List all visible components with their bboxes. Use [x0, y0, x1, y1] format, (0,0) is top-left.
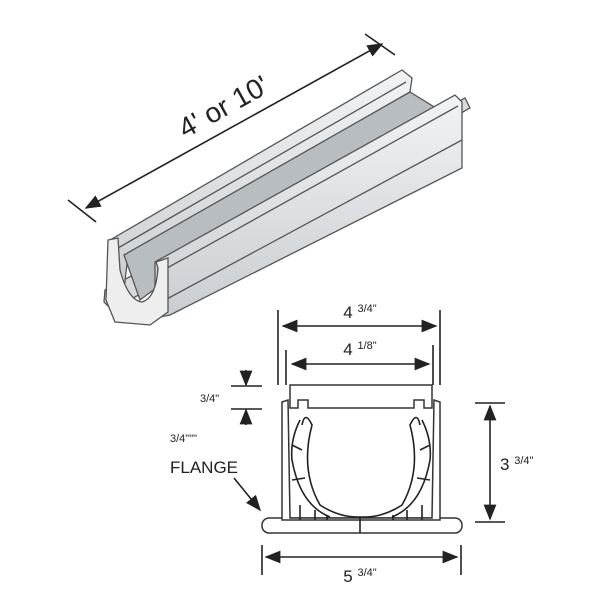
- inner-width-label: 4 1/8": [343, 340, 377, 359]
- flange-ribs: [291, 444, 431, 533]
- flange-label: FLANGE: [170, 458, 238, 477]
- flange-thickness-label: 3/4""": [170, 433, 197, 445]
- length-arrow: [84, 43, 384, 209]
- grate: [289, 384, 433, 409]
- grate-depth-label: 3/4": [200, 393, 219, 405]
- outer-width-label: 4 3/4": [343, 303, 377, 322]
- channel-inner-curve: [301, 416, 421, 518]
- flange-width-label: 5 3/4": [343, 567, 377, 586]
- dimension-lines: [231, 310, 505, 575]
- channel-cross-section: [261, 384, 463, 534]
- channel-body: [281, 398, 441, 521]
- channel-isometric: [103, 69, 471, 326]
- length-tick-left: [67, 199, 97, 223]
- channel-end-profile: [105, 237, 169, 326]
- channel-bowl: [290, 419, 432, 518]
- flange-pointer-arrow: [233, 477, 262, 512]
- height-label: 3 3/4": [500, 455, 534, 474]
